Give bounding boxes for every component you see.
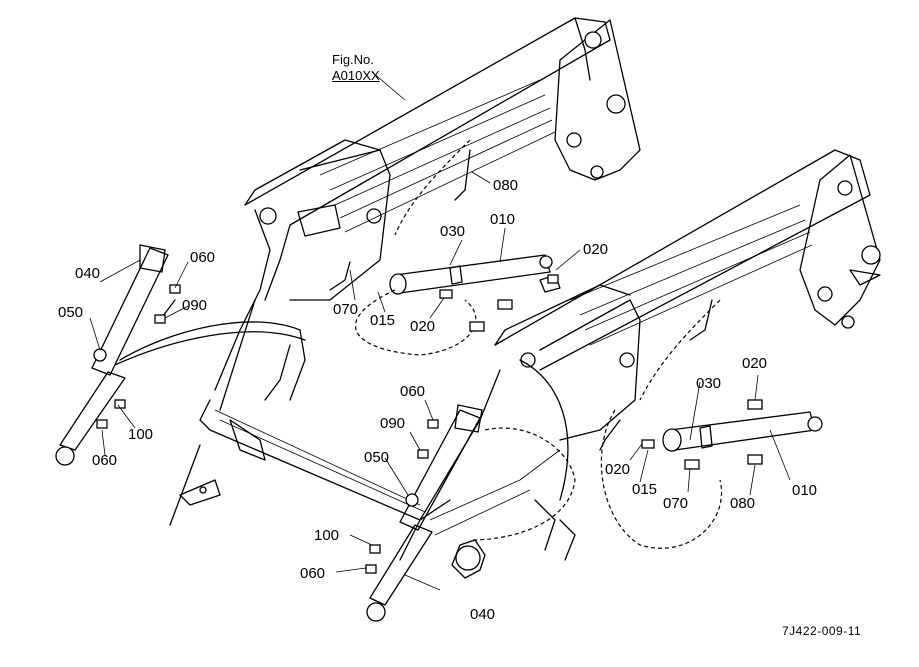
upper-boom-arm xyxy=(214,17,641,391)
callout-100-left: 100 xyxy=(128,426,154,443)
upper-bucket-cylinder xyxy=(389,254,561,295)
callout-015-upper: 015 xyxy=(370,312,396,329)
callout-060-left-top: 060 xyxy=(190,249,216,266)
right-lift-cylinder xyxy=(366,404,483,622)
callout-020-lower-left: 020 xyxy=(605,461,631,478)
drawing-code: 7J422-009-11 xyxy=(782,624,862,638)
fittings xyxy=(96,274,763,574)
callout-050-left: 050 xyxy=(58,304,84,321)
callout-070-upper: 070 xyxy=(333,301,359,318)
callout-010-upper: 010 xyxy=(490,211,516,228)
lower-boom-arm xyxy=(399,149,881,561)
leader-lines xyxy=(89,71,791,591)
callout-080-upper: 080 xyxy=(493,177,519,194)
callout-020-upper-lower: 020 xyxy=(410,318,436,335)
callout-070-lower: 070 xyxy=(663,495,689,512)
callout-040-left: 040 xyxy=(75,265,101,282)
callout-090-left: 090 xyxy=(182,297,208,314)
hydraulic-hoses xyxy=(114,149,713,561)
callout-015-lower: 015 xyxy=(632,481,658,498)
callout-050-right: 050 xyxy=(364,449,390,466)
lower-bucket-cylinder xyxy=(662,411,823,452)
figure-number: Fig.No. A010XX xyxy=(332,52,380,84)
callout-060-right-top: 060 xyxy=(400,383,426,400)
figure-number-label: Fig.No. xyxy=(332,52,374,67)
callout-060-left-bottom: 060 xyxy=(92,452,118,469)
callout-020-upper-right: 020 xyxy=(583,241,609,258)
callout-090-right: 090 xyxy=(380,415,406,432)
callout-080-lower: 080 xyxy=(730,495,756,512)
callout-060-right-bottom: 060 xyxy=(300,565,326,582)
left-lift-cylinder xyxy=(55,244,169,466)
callout-020-lower-top: 020 xyxy=(742,355,768,372)
callout-030-lower: 030 xyxy=(696,375,722,392)
figure-number-code: A010XX xyxy=(332,68,380,83)
callout-100-right: 100 xyxy=(314,527,340,544)
hose-routing-lines xyxy=(354,139,723,549)
callout-010-lower: 010 xyxy=(792,482,818,499)
callout-040-right: 040 xyxy=(470,606,496,623)
callout-030-upper: 030 xyxy=(440,223,466,240)
loader-frame xyxy=(169,299,561,579)
